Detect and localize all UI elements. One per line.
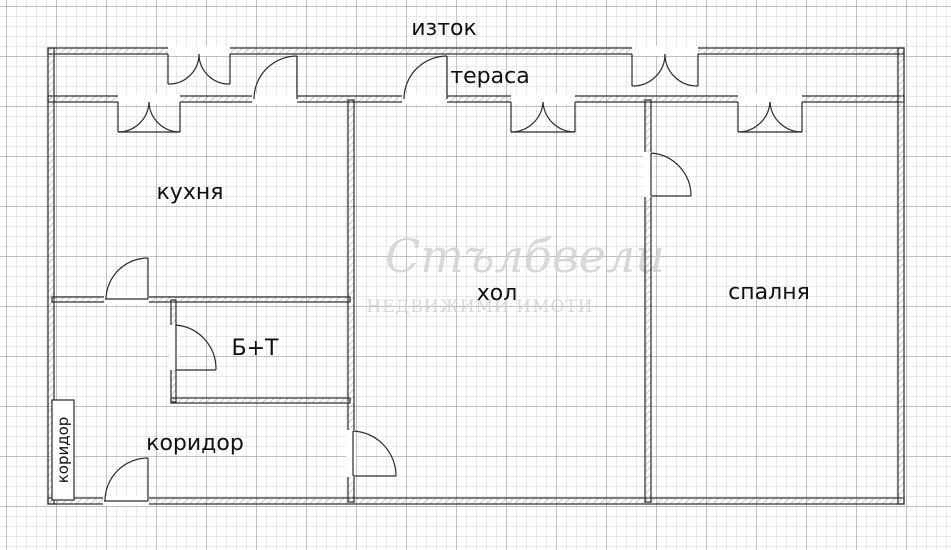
double-door-terrace-left [167, 53, 231, 85]
room-label-terrace: тераса [450, 64, 529, 89]
watermark: Стълбвели НЕДВИЖИМИ ИМОТИ [366, 229, 665, 317]
watermark-script: Стълбвели [385, 229, 665, 283]
room-label-bathroom: Б+Т [232, 336, 280, 361]
corridor-niche [51, 399, 75, 501]
room-label-corridor: коридор [146, 431, 244, 456]
wall-right-outer [897, 47, 905, 505]
wall-bath-bottom [170, 397, 351, 404]
room-label-bedroom: спалня [728, 280, 810, 305]
walls [47, 47, 905, 505]
double-window-hall [510, 101, 576, 133]
wall-bottom-outer [47, 497, 905, 505]
room-label-corridor-vertical: коридор [54, 417, 72, 484]
door-kitchen-terrace [253, 55, 298, 100]
door-bathroom [175, 324, 217, 371]
doors [104, 53, 803, 502]
wall-kitchen-bottom [51, 296, 351, 303]
double-window-kitchen [117, 101, 181, 133]
orientation-label: изток [411, 16, 477, 41]
watermark-subtitle: НЕДВИЖИМИ ИМОТИ [366, 297, 593, 317]
door-kitchen [105, 257, 149, 300]
room-label-hall: хол [477, 281, 518, 306]
door-hall [352, 430, 397, 477]
door-hall-terrace [403, 55, 448, 100]
double-window-bedroom [737, 101, 803, 133]
wall-left-outer [47, 47, 55, 505]
room-label-kitchen: кухня [157, 180, 224, 205]
door-bedroom [650, 152, 692, 197]
door-entrance [104, 457, 149, 502]
wall-hall-bedroom [644, 99, 652, 503]
double-door-terrace-right [631, 53, 699, 87]
